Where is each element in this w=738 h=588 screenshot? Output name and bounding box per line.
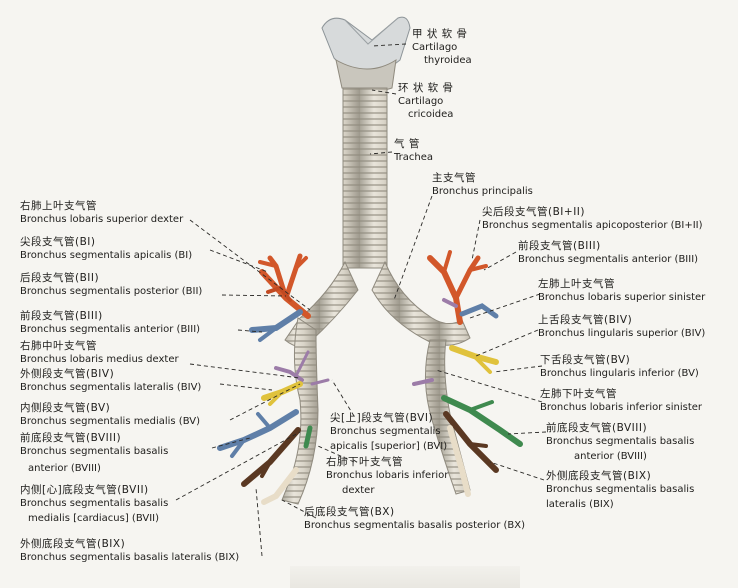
- label-right-bv: 内侧段支气管(BV) Bronchus segmentalis medialis…: [20, 402, 200, 428]
- r-biii-la: Bronchus segmentalis anterior (BIII): [20, 324, 201, 335]
- bottom-caption-strip: [290, 566, 520, 588]
- r-bii-zh: 后段支气管(BII): [20, 272, 100, 284]
- trachea-zh: 气 管: [394, 138, 420, 150]
- l-bi-ii-la: Bronchus segmentalis apicoposterior (BI+…: [482, 220, 703, 231]
- bvi-la: Bronchus segmentalis: [330, 426, 441, 437]
- left-main-bronchus: [371, 260, 471, 346]
- r-bi-la: Bronchus segmentalis apicalis (BI): [20, 250, 193, 261]
- label-thyroid-cartilage: 甲 状 软 骨 Cartilago thyroidea: [412, 28, 472, 67]
- l-bviii-la: Bronchus segmentalis basalis: [546, 436, 695, 447]
- trachea-shape: [342, 87, 388, 269]
- label-right-bii: 后段支气管(BII) Bronchus segmentalis posterio…: [20, 272, 202, 298]
- l-biv-la: Bronchus lingularis superior (BIV): [538, 328, 706, 339]
- r-bix-zh: 外侧底段支气管(BIX): [20, 538, 126, 550]
- r-bviii-la: Bronchus segmentalis basalis: [20, 446, 169, 457]
- l-biv-zh: 上舌段支气管(BIV): [538, 314, 633, 326]
- lsl-zh: 左肺上叶支气管: [538, 278, 615, 290]
- label-left-lower-lobe: 左肺下叶支气管 Bronchus lobaris inferior sinist…: [540, 388, 702, 414]
- r-bv-zh: 内侧段支气管(BV): [20, 402, 111, 414]
- thyroid-la: Cartilago: [412, 42, 458, 53]
- l-bv-la: Bronchus lingularis inferior (BV): [540, 368, 699, 379]
- rml-la: Bronchus lobaris medius dexter: [20, 354, 179, 365]
- l-bv-zh: 下舌段支气管(BV): [540, 354, 631, 366]
- r-bvii-la2: medialis [cardiacus] (BVII): [28, 513, 160, 524]
- l-biii-zh: 前段支气管(BIII): [518, 240, 601, 252]
- r-bviii-la2: anterior (BVIII): [28, 463, 101, 474]
- right-lower-trunk: [281, 317, 319, 505]
- rll-la2: dexter: [342, 485, 375, 496]
- r-bix-la: Bronchus segmentalis basalis lateralis (…: [20, 552, 240, 563]
- cricoid-zh: 环 状 软 骨: [398, 82, 454, 94]
- principal-zh: 主支气管: [432, 172, 476, 184]
- label-cricoid-cartilage: 环 状 软 骨 Cartilago cricoidea: [398, 82, 454, 121]
- rsl-zh: 右肺上叶支气管: [20, 200, 97, 212]
- label-right-bvii: 内侧[心]底段支气管(BVII) Bronchus segmentalis ba…: [20, 484, 168, 525]
- lsl-la: Bronchus lobaris superior sinister: [538, 292, 706, 303]
- label-trachea: 气 管 Trachea: [394, 138, 433, 164]
- leader-lines: [175, 43, 547, 557]
- label-right-lower-lobe: 右肺下叶支气管 Bronchus lobaris inferior dexter: [326, 456, 448, 497]
- l-bi-ii-zh: 尖后段支气管(BI+II): [482, 206, 585, 218]
- label-right-middle-lobe: 右肺中叶支气管 Bronchus lobaris medius dexter: [20, 340, 179, 366]
- lil-zh: 左肺下叶支气管: [540, 388, 617, 400]
- right-lower-lobe-branches: [217, 409, 313, 505]
- label-left-bix: 外侧底段支气管(BIX) Bronchus segmentalis basali…: [546, 470, 694, 511]
- label-left-upper-lobe: 左肺上叶支气管 Bronchus lobaris superior sinist…: [538, 278, 705, 304]
- label-bvi: 尖[上]段支气管(BVI) Bronchus segmentalis apica…: [330, 412, 447, 453]
- cricoid-la2: cricoidea: [408, 109, 454, 120]
- r-bvii-la: Bronchus segmentalis basalis: [20, 498, 169, 509]
- r-biii-zh: 前段支气管(BIII): [20, 310, 103, 322]
- r-bii-la: Bronchus segmentalis posterior (BII): [20, 286, 203, 297]
- bvi-zh: 尖[上]段支气管(BVI): [330, 412, 434, 424]
- r-bi-zh: 尖段支气管(BI): [20, 236, 96, 248]
- label-left-bv: 下舌段支气管(BV) Bronchus lingularis inferior …: [540, 354, 699, 380]
- lil-la: Bronchus lobaris inferior sinister: [540, 402, 703, 413]
- l-bviii-zh: 前底段支气管(BVIII): [546, 422, 648, 434]
- rll-zh: 右肺下叶支气管: [326, 456, 403, 468]
- principal-la: Bronchus principalis: [432, 186, 533, 197]
- bvi-la2: apicalis [superior] (BVI): [330, 441, 448, 452]
- label-right-biv: 外侧段支气管(BIV) Bronchus segmentalis lateral…: [20, 368, 201, 394]
- label-right-upper-lobe: 右肺上叶支气管 Bronchus lobaris superior dexter: [20, 200, 183, 226]
- thyroid-la2: thyroidea: [424, 55, 472, 66]
- label-principal-bronchus: 主支气管 Bronchus principalis: [432, 172, 533, 198]
- thyroid-zh: 甲 状 软 骨: [412, 28, 468, 40]
- r-bv-la: Bronchus segmentalis medialis (BV): [20, 416, 200, 427]
- r-bviii-zh: 前底段支气管(BVIII): [20, 432, 122, 444]
- label-bx: 后底段支气管(BX) Bronchus segmentalis basalis …: [304, 506, 525, 532]
- l-bix-la2: lateralis (BIX): [546, 499, 614, 510]
- r-biv-la: Bronchus segmentalis lateralis (BIV): [20, 382, 202, 393]
- label-left-bviii: 前底段支气管(BVIII) Bronchus segmentalis basal…: [546, 422, 694, 463]
- label-right-bviii: 前底段支气管(BVIII) Bronchus segmentalis basal…: [20, 432, 168, 475]
- label-left-biv: 上舌段支气管(BIV) Bronchus lingularis superior…: [538, 314, 705, 340]
- label-left-biii: 前段支气管(BIII) Bronchus segmentalis anterio…: [518, 240, 698, 266]
- label-right-bix: 外侧底段支气管(BIX) Bronchus segmentalis basali…: [20, 538, 239, 564]
- label-left-bi-ii: 尖后段支气管(BI+II) Bronchus segmentalis apico…: [482, 206, 703, 232]
- label-right-bi: 尖段支气管(BI) Bronchus segmentalis apicalis …: [20, 236, 192, 262]
- l-biii-la: Bronchus segmentalis anterior (BIII): [518, 254, 699, 265]
- cricoid-la: Cartilago: [398, 96, 444, 107]
- r-bvii-zh: 内侧[心]底段支气管(BVII): [20, 484, 149, 496]
- rml-zh: 右肺中叶支气管: [20, 340, 97, 352]
- label-right-biii: 前段支气管(BIII) Bronchus segmentalis anterio…: [20, 310, 200, 336]
- l-bviii-la2: anterior (BVIII): [574, 451, 647, 462]
- rll-la: Bronchus lobaris inferior: [326, 470, 449, 481]
- left-upper-lobe-branches: [427, 250, 499, 374]
- bx-la: Bronchus segmentalis basalis posterior (…: [304, 520, 526, 531]
- l-bix-zh: 外侧底段支气管(BIX): [546, 470, 652, 482]
- trachea-la: Trachea: [394, 152, 433, 163]
- left-lower-lobe-branches: [412, 378, 523, 497]
- l-bix-la: Bronchus segmentalis basalis: [546, 484, 695, 495]
- bx-zh: 后底段支气管(BX): [304, 506, 395, 518]
- r-biv-zh: 外侧段支气管(BIV): [20, 368, 115, 380]
- rsl-la: Bronchus lobaris superior dexter: [20, 214, 184, 225]
